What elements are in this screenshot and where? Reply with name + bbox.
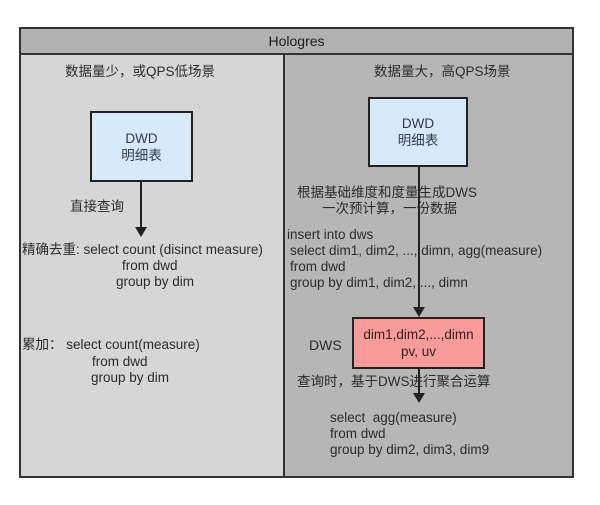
direct-query-label: 直接查询	[70, 199, 124, 214]
insert-sql-line4: group by dim1, dim2, ..., dimn	[290, 275, 468, 290]
dws-box-line2: pv, uv	[400, 344, 436, 359]
right-dwd-box-line2: 明细表	[397, 133, 439, 148]
sum-sql-line2: from dwd	[92, 354, 148, 369]
right-dwd-box: DWD 明细表	[368, 97, 468, 167]
dwd-to-dws-arrow-head	[413, 307, 425, 317]
title-band-background	[19, 27, 574, 55]
dws-box: dim1,dim2,...,dimn pv, uv	[352, 317, 485, 369]
distinct-sql-line1: 精确去重: select count (disinct measure)	[22, 242, 263, 257]
query-sql-line1: select agg(measure)	[330, 410, 457, 425]
distinct-sql-line3: group by dim	[116, 274, 195, 289]
left-dwd-box-line2: 明细表	[121, 147, 162, 163]
insert-sql-line1: insert into dws	[287, 227, 374, 242]
generate-dws-note-line1: 根据基础维度和度量生成DWS	[297, 185, 477, 200]
left-scenario-label: 数据量少，或QPS低场景	[65, 64, 216, 79]
query-time-note: 查询时，基于DWS进行聚合运算	[297, 374, 491, 389]
insert-sql-line3: from dwd	[290, 259, 346, 274]
left-dwd-box: DWD 明细表	[90, 111, 193, 182]
insert-sql-line2: select dim1, dim2, ..., dimn, agg(measur…	[290, 243, 543, 258]
sum-sql-line3: group by dim	[91, 370, 170, 385]
query-sql-line2: from dwd	[330, 426, 386, 441]
left-dwd-box-line1: DWD	[125, 130, 158, 146]
query-sql-line3: group by dim2, dim3, dim9	[330, 442, 490, 457]
distinct-sql-line2: from dwd	[122, 258, 178, 273]
diagram-title: Hologres	[268, 32, 325, 49]
dws-box-line1: dim1,dim2,...,dimn	[363, 327, 474, 342]
right-dwd-box-line1: DWD	[401, 116, 435, 131]
right-scenario-label: 数据量大，高QPS场景	[374, 64, 511, 79]
generate-dws-note-line2: 一次预计算，一份数据	[322, 201, 457, 216]
dws-label: DWS	[309, 337, 342, 353]
left-arrow-line	[140, 182, 142, 227]
left-arrow-head	[135, 227, 147, 237]
title-separator-line	[19, 53, 574, 55]
dws-to-query-arrow-head	[413, 393, 425, 403]
dws-to-query-arrow-line	[418, 369, 420, 393]
dwd-to-dws-arrow-line	[418, 167, 420, 307]
column-divider-line	[283, 55, 285, 478]
sum-sql-line1: 累加： select count(measure)	[22, 337, 200, 352]
